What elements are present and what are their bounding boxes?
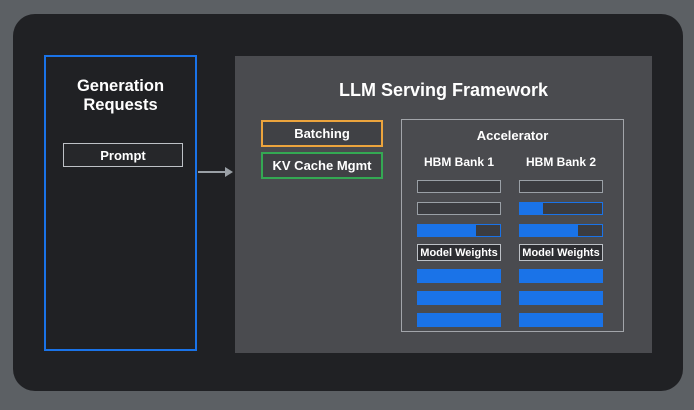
hbm-bar-partial xyxy=(417,224,501,237)
framework-title: LLM Serving Framework xyxy=(338,80,549,100)
hbm-bar-solid xyxy=(417,269,501,283)
accelerator-title: Accelerator xyxy=(476,128,549,143)
hbm-bar-solid xyxy=(519,291,603,305)
flow-arrow-head-icon xyxy=(225,167,233,177)
hbm-bar-solid xyxy=(519,269,603,283)
hbm-bar-fill xyxy=(520,203,543,214)
hbm-bar-empty xyxy=(519,180,603,193)
flow-arrow-line xyxy=(198,171,226,173)
hbm-bar-empty xyxy=(417,202,501,215)
hbm-bar-solid xyxy=(417,291,501,305)
batching-box: Batching xyxy=(261,120,383,147)
model-weights-box: Model Weights xyxy=(417,244,501,261)
generation-requests-title: Generation Requests xyxy=(76,77,165,114)
batching-label: Batching xyxy=(294,126,350,141)
hbm-banks: HBM Bank 1 Model Weights HBM Bank 2 Model W… xyxy=(402,155,623,327)
generation-requests-box: Generation Requests Prompt xyxy=(44,55,197,351)
prompt-box: Prompt xyxy=(63,143,183,167)
prompt-label: Prompt xyxy=(100,147,146,163)
model-weights-box: Model Weights xyxy=(519,244,603,261)
diagram-canvas: Generation Requests Prompt LLM Serving F… xyxy=(13,14,683,391)
hbm-bar-fill xyxy=(520,225,579,236)
hbm-bank-column: HBM Bank 2 Model Weights xyxy=(519,155,603,327)
kv-cache-label: KV Cache Mgmt xyxy=(272,158,372,173)
hbm-bank-column: HBM Bank 1 Model Weights xyxy=(417,155,501,327)
hbm-bar-partial xyxy=(519,224,603,237)
hbm-bar-partial xyxy=(519,202,603,215)
kv-cache-mgmt-box: KV Cache Mgmt xyxy=(261,152,383,179)
llm-serving-framework-panel: LLM Serving Framework Batching KV Cache … xyxy=(235,56,652,353)
flow-arrow xyxy=(198,166,233,178)
hbm-bar-solid xyxy=(519,313,603,327)
hbm-bank-label: HBM Bank 1 xyxy=(423,155,494,169)
hbm-bar-fill xyxy=(418,225,477,236)
hbm-bar-solid xyxy=(417,313,501,327)
hbm-bar-empty xyxy=(417,180,501,193)
hbm-bank-label: HBM Bank 2 xyxy=(525,155,596,169)
